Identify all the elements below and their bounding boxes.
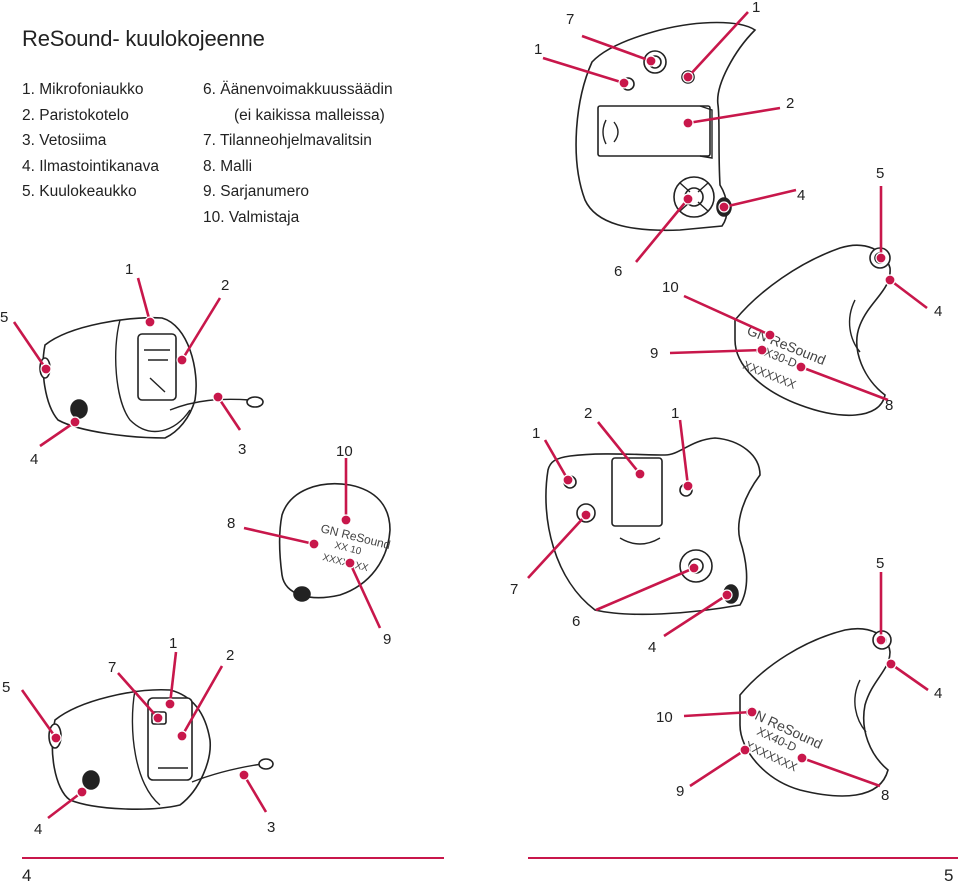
part-item: 6. Äänenvoimakkuussäädin	[203, 81, 393, 98]
device-faceplate-mid	[545, 437, 761, 616]
callout-4: 4	[30, 451, 38, 468]
callout-2: 2	[584, 405, 592, 422]
part-item: 3. Vetosiima	[22, 132, 107, 149]
callout-5: 5	[0, 309, 8, 326]
callout-2: 2	[226, 647, 234, 664]
parts-list-left: 1. Mikrofoniaukko 2. Paristokotelo 3. Ve…	[22, 77, 159, 205]
callout-numbers: 7 1 1 2 5 4 1 2 6 10 5 4 9 2 1 8 1 4 3 1…	[0, 0, 942, 838]
callout-8: 8	[881, 787, 889, 804]
callout-1: 1	[125, 261, 133, 278]
part-item: 1. Mikrofoniaukko	[22, 81, 144, 98]
callout-5: 5	[2, 679, 10, 696]
part-item: 8. Malli	[203, 157, 253, 175]
page-number-right: 5	[944, 866, 954, 885]
part-item: 5. Kuulokeaukko	[22, 183, 137, 200]
page-number-left: 4	[22, 866, 32, 885]
callout-1: 1	[671, 405, 679, 422]
device-side-mid	[39, 316, 264, 439]
callout-9: 9	[650, 345, 658, 362]
part-item-note: (ei kaikissa malleissa)	[234, 106, 385, 124]
callout-3: 3	[238, 441, 246, 458]
part-item: 4. Ilmastointikanava	[22, 157, 159, 175]
callout-7: 7	[566, 11, 574, 28]
callout-7: 7	[510, 581, 518, 598]
device-shell-mid: GN ReSound XX30-D XXXXXXX	[734, 244, 891, 417]
page-title: ReSound- kuulokojeenne	[22, 26, 265, 51]
callout-1: 1	[532, 425, 540, 442]
callout-2: 2	[221, 277, 229, 294]
callout-4: 4	[34, 821, 42, 838]
callout-7: 7	[108, 659, 116, 676]
callout-10: 10	[662, 279, 679, 296]
callout-1: 1	[534, 41, 542, 58]
callout-6: 6	[614, 263, 622, 280]
part-item: 9. Sarjanumero	[203, 183, 309, 200]
callout-2: 2	[786, 95, 794, 112]
callout-6: 6	[572, 613, 580, 630]
callout-5: 5	[876, 165, 884, 182]
callout-9: 9	[676, 783, 684, 800]
part-item: 7. Tilanneohjelmavalitsin	[203, 132, 372, 149]
device-faceplate-top	[575, 21, 757, 232]
callout-9: 9	[383, 631, 391, 648]
callout-4: 4	[797, 187, 805, 204]
part-item: 10. Valmistaja	[203, 208, 300, 226]
callout-3: 3	[267, 819, 275, 836]
callout-8: 8	[885, 397, 893, 414]
callout-8: 8	[227, 515, 235, 532]
parts-list-right: 6. Äänenvoimakkuussäädin (ei kaikissa ma…	[203, 77, 393, 230]
callout-4: 4	[934, 303, 942, 320]
callout-4: 4	[648, 639, 656, 656]
callout-4: 4	[934, 685, 942, 702]
callout-1: 1	[752, 0, 760, 16]
device-side-bottom	[48, 688, 274, 810]
callout-5: 5	[876, 555, 884, 572]
callout-10: 10	[656, 709, 673, 726]
callout-10: 10	[336, 443, 353, 460]
callout-1: 1	[169, 635, 177, 652]
device-shell-bottom: GN ReSound XX40-D XXXXXXX	[739, 628, 892, 797]
part-item: 2. Paristokotelo	[22, 106, 129, 124]
device-cic-small: GN ReSound XX 10 XXXXXXX	[278, 483, 392, 602]
callout-lines	[12, 11, 929, 820]
